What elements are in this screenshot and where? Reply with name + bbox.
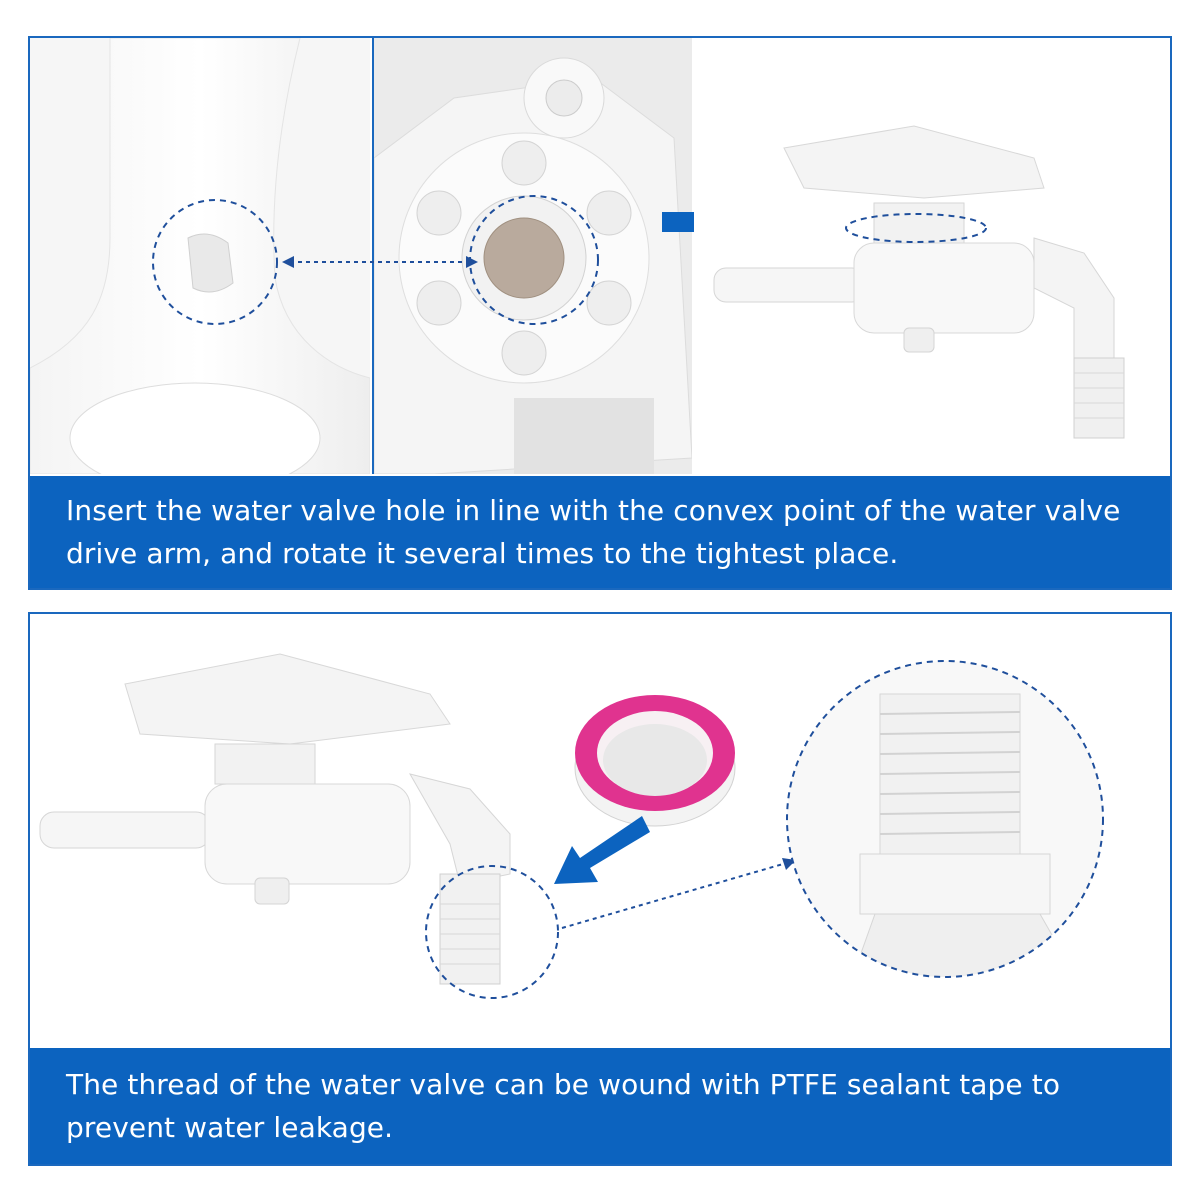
step-1-caption-text: Insert the water valve hole in line with… <box>66 494 1121 570</box>
step-1-caption: Insert the water valve hole in line with… <box>30 476 1170 588</box>
zoom-connector <box>561 858 796 929</box>
step-2-caption: The thread of the water valve can be wou… <box>30 1048 1170 1164</box>
valve-thread-photo <box>30 614 590 1046</box>
assembled-valve-photo <box>694 38 1170 474</box>
thread-zoom-view <box>780 654 1110 988</box>
ptfe-tape-roll <box>570 678 740 832</box>
valve-hole-photo <box>372 38 692 474</box>
drive-arm-photo <box>30 38 370 474</box>
arrow-down-left-icon <box>550 810 650 894</box>
step-2-caption-text: The thread of the water valve can be wou… <box>66 1068 1061 1144</box>
align-connector <box>282 256 478 268</box>
step-panel-1: Insert the water valve hole in line with… <box>28 36 1172 590</box>
step-panel-2: The thread of the water valve can be wou… <box>28 612 1172 1166</box>
